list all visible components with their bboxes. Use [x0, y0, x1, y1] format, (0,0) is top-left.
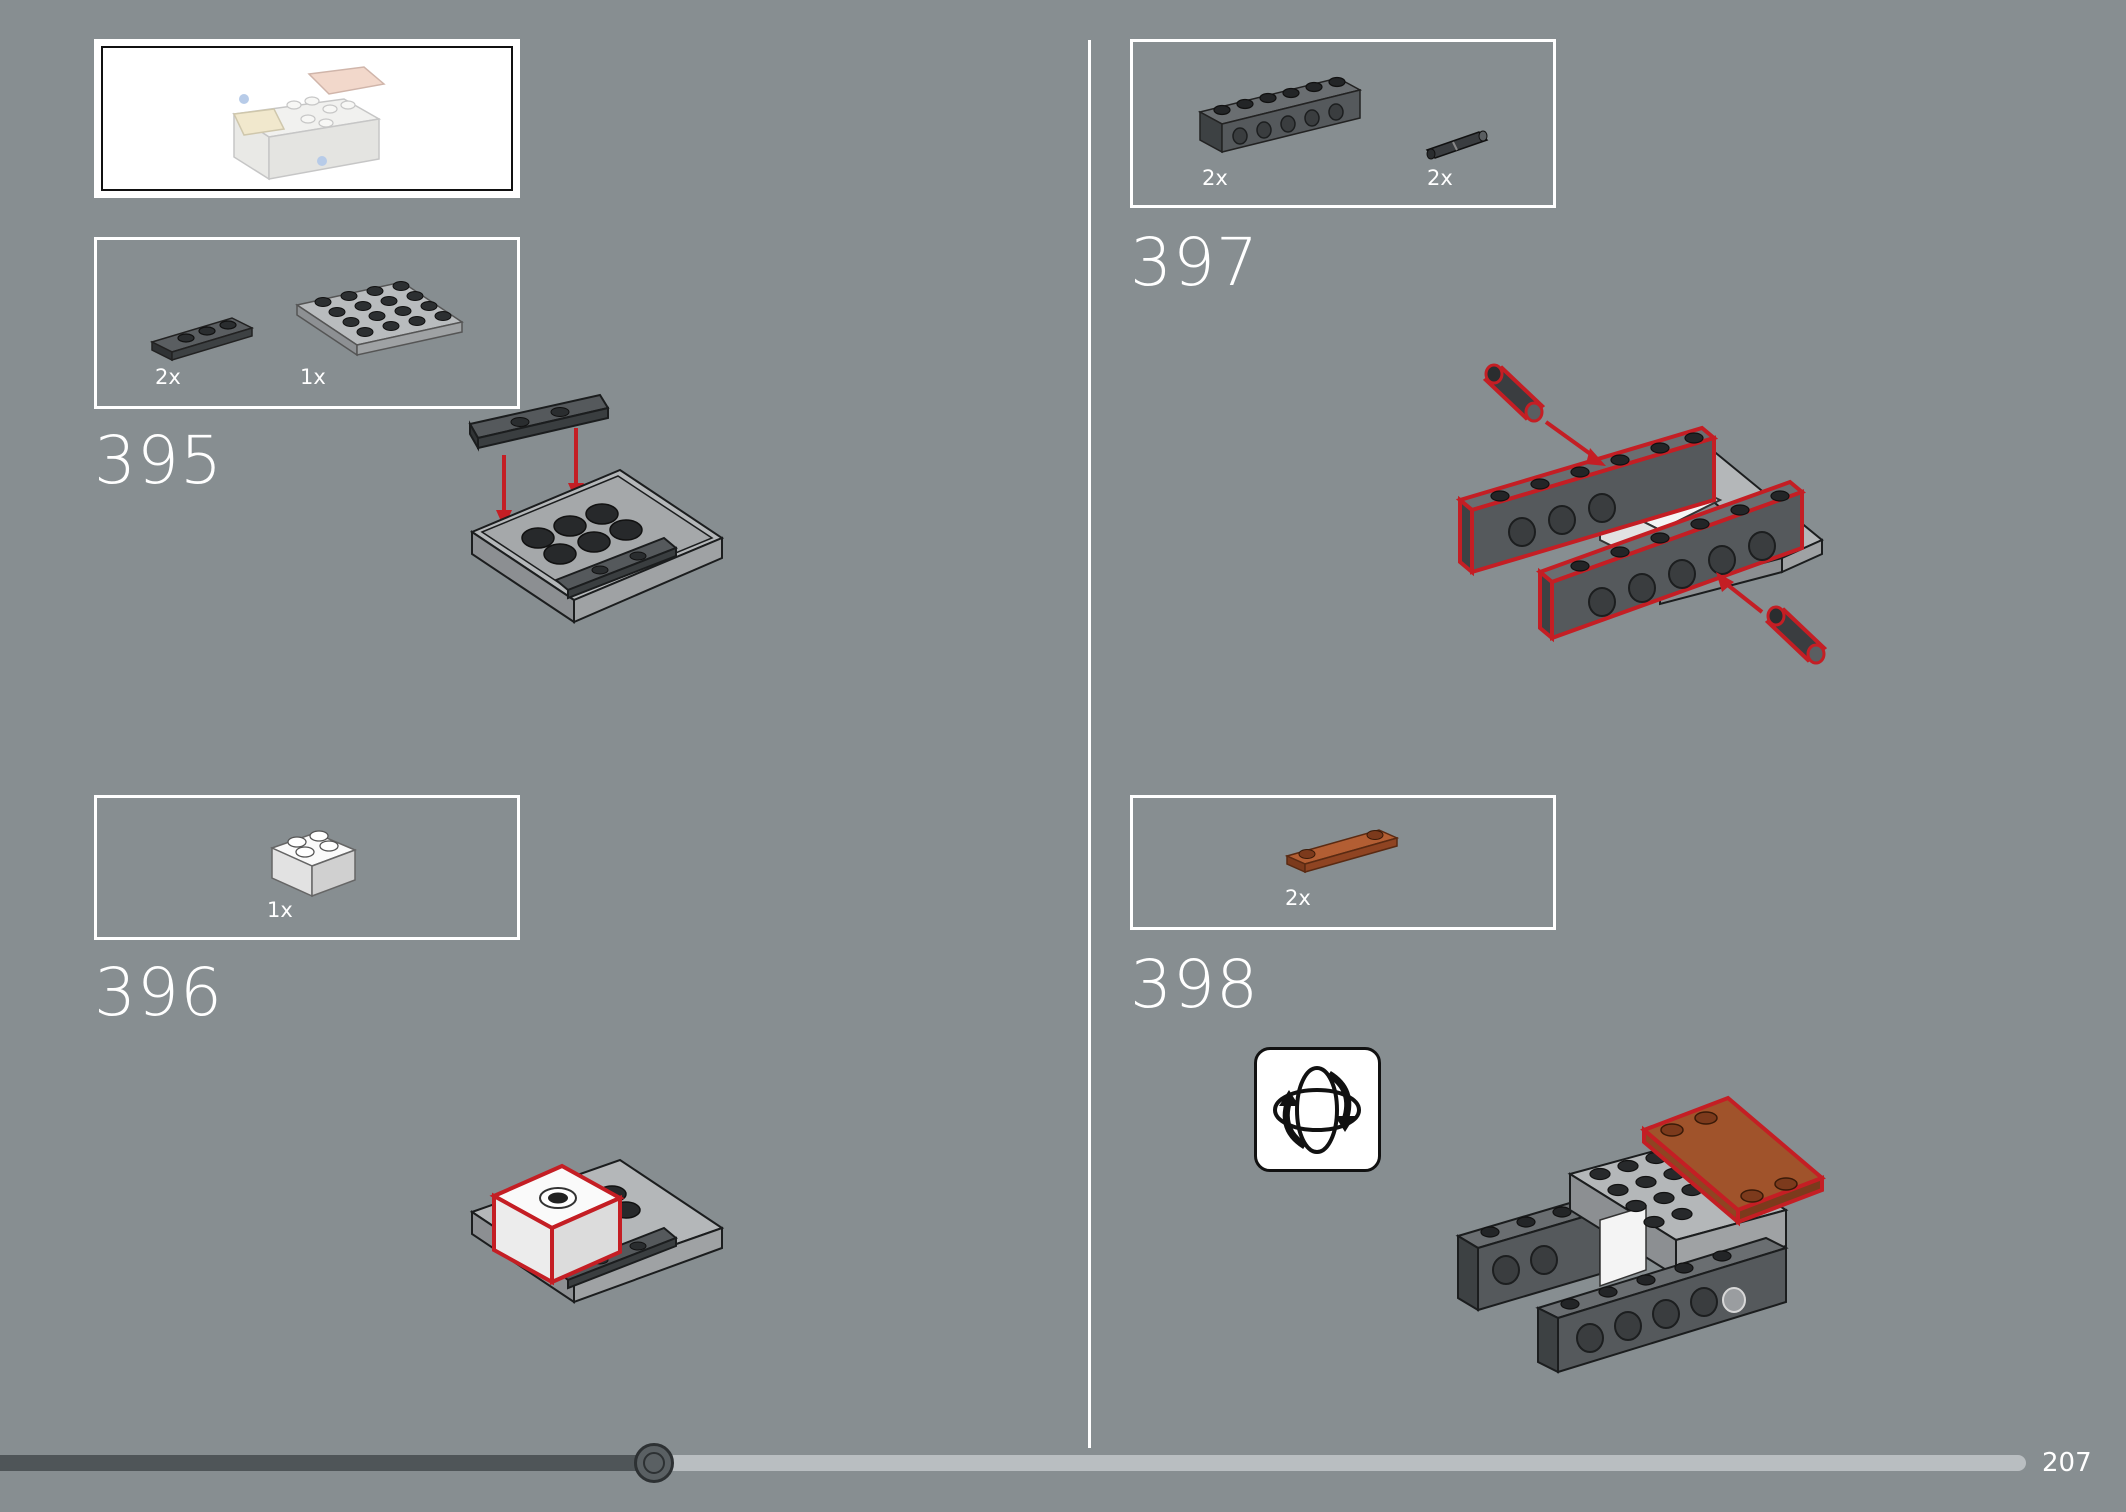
step-397-build-illustration [1455, 363, 1828, 665]
part-quantity: 2x [1427, 166, 1453, 190]
submodel-thumbnail-image [231, 66, 386, 181]
step-number: 398 [1130, 946, 1259, 1023]
technic-brick-1x6-dark-icon [1197, 76, 1363, 154]
part-quantity: 2x [155, 365, 181, 389]
step-397-parts-list: 2x 2x [1130, 39, 1556, 208]
progress-handle[interactable] [634, 1443, 674, 1483]
step-number: 396 [94, 954, 223, 1031]
step-395-parts-list: 2x 1x [94, 237, 520, 409]
rotate-model-icon [1254, 1047, 1381, 1172]
part-quantity: 1x [267, 898, 293, 922]
plate-4x4-grey-icon [295, 281, 464, 357]
step-number: 397 [1130, 224, 1259, 301]
page-number: 207 [2042, 1448, 2092, 1478]
step-398-build-illustration [1455, 1095, 1826, 1374]
brick-2x2-white-icon [269, 830, 358, 898]
part-quantity: 1x [300, 365, 326, 389]
submodel-thumbnail [94, 39, 520, 198]
part-quantity: 2x [1285, 886, 1311, 910]
technic-pin-icon [1425, 130, 1489, 160]
step-398-parts-list: 2x [1130, 795, 1556, 930]
progress-fill [0, 1455, 654, 1471]
step-396-build-illustration [469, 1158, 725, 1304]
step-395-build-illustration [468, 393, 725, 624]
part-quantity: 2x [1202, 166, 1228, 190]
plate-1x4-reddish-brown-icon [1284, 829, 1400, 874]
step-396-parts-list: 1x [94, 795, 520, 940]
page-divider [1088, 40, 1091, 1448]
step-number: 395 [94, 422, 223, 499]
plate-1x3-dark-icon [149, 317, 255, 362]
